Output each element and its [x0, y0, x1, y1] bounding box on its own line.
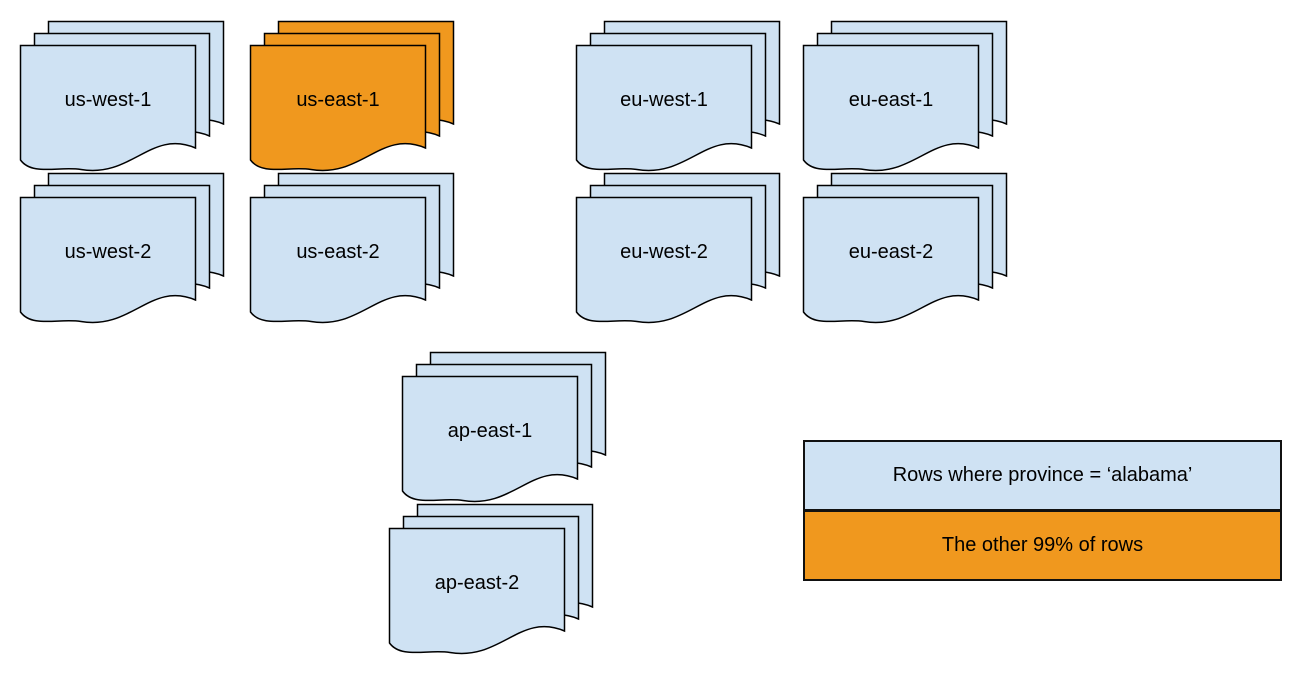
- region-label: us-east-2: [296, 241, 380, 263]
- region-label: eu-west-2: [620, 241, 708, 263]
- region-stack-us-east-1: us-east-1: [249, 20, 455, 178]
- legend-item-label: Rows where province = ‘alabama’: [892, 464, 1193, 486]
- legend-item-alabama-rows: Rows where province = ‘alabama’: [805, 442, 1280, 512]
- region-stack-ap-east-2: ap-east-2: [388, 503, 594, 661]
- legend: Rows where province = ‘alabama’ The othe…: [803, 440, 1282, 581]
- region-stack-eu-west-1: eu-west-1: [575, 20, 781, 178]
- region-stack-us-west-1: us-west-1: [19, 20, 225, 178]
- region-label: eu-west-1: [620, 89, 708, 111]
- region-stack-us-west-2: us-west-2: [19, 172, 225, 330]
- region-stack-ap-east-1: ap-east-1: [401, 351, 607, 509]
- region-label: ap-east-2: [434, 572, 520, 594]
- legend-item-label: The other 99% of rows: [941, 534, 1144, 556]
- region-label: us-east-1: [296, 89, 380, 111]
- region-stack-eu-west-2: eu-west-2: [575, 172, 781, 330]
- region-label: eu-east-2: [848, 241, 934, 263]
- region-label: us-west-2: [64, 241, 152, 263]
- region-label: ap-east-1: [447, 420, 533, 442]
- region-label: us-west-1: [64, 89, 152, 111]
- region-stack-eu-east-2: eu-east-2: [802, 172, 1008, 330]
- legend-item-other-rows: The other 99% of rows: [805, 512, 1280, 579]
- region-label: eu-east-1: [848, 89, 934, 111]
- region-stack-eu-east-1: eu-east-1: [802, 20, 1008, 178]
- region-stack-us-east-2: us-east-2: [249, 172, 455, 330]
